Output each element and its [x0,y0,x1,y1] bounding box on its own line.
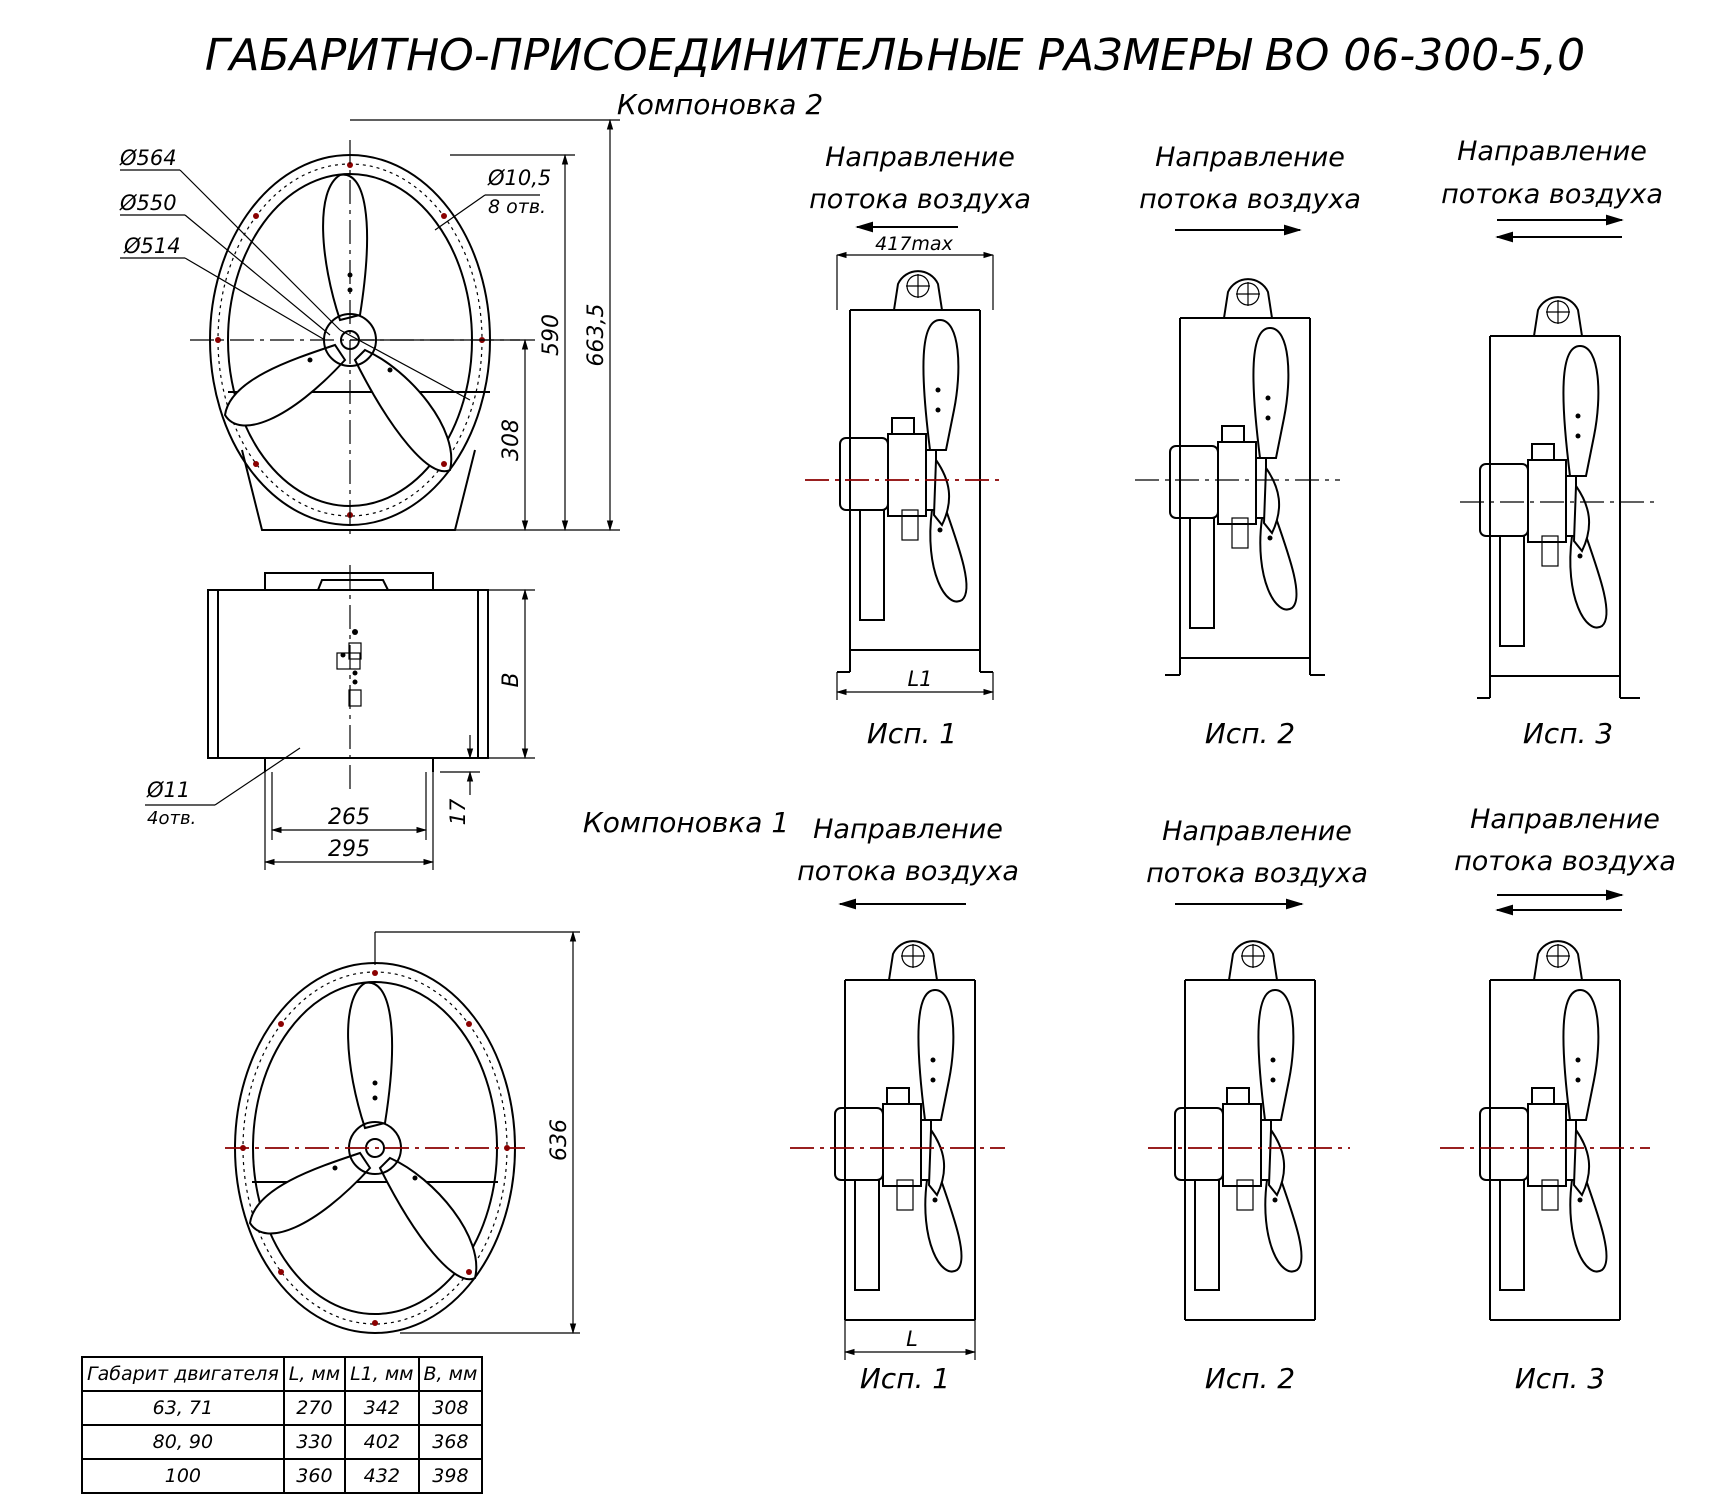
dim-590: 590 [539,314,564,356]
table-cell: 368 [417,1424,484,1460]
bottom-v1-label: Исп. 1 [860,1362,950,1395]
table-row: 63, 71 270 342 308 [81,1390,484,1426]
table-cell: 308 [417,1390,484,1426]
dim-d550: Ø550 [119,191,177,215]
dim-4-holes: 4отв. [147,808,196,829]
dim-d11: Ø11 [146,778,190,802]
dim-d564: Ø564 [119,146,177,170]
table-header-row: Габарит двигателя L, мм L1, мм B, мм [81,1356,484,1392]
front-view-layout1: 636 [225,930,580,1335]
top-v3-label: Исп. 3 [1523,717,1613,750]
table-header-cell: L, мм [282,1356,347,1392]
dim-265: 265 [328,805,370,830]
dim-d10-5: Ø10,5 [487,166,551,190]
top-v2-flow-line2: потока воздуха [1139,184,1361,215]
dim-17: 17 [446,798,470,825]
top-v2-label: Исп. 2 [1205,717,1295,750]
dim-663: 663,5 [584,304,609,367]
variant-views-top: Направление потока воздуха 417max L1 Исп… [805,136,1663,750]
table-header-cell: L1, мм [344,1356,420,1392]
variant-views-bottom: Направление потока воздуха L Исп. 1 Напр… [790,804,1676,1395]
table-cell: 398 [417,1458,484,1494]
top-v2-flow-line1: Направление [1155,142,1345,173]
table-row: 100 360 432 398 [81,1458,484,1494]
top-variant-1: Направление потока воздуха 417max L1 Исп… [805,142,1031,750]
top-v3-flow-line1: Направление [1457,136,1647,167]
table-cell: 63, 71 [81,1390,285,1426]
table-cell: 402 [344,1424,420,1460]
bottom-v3-flow-line1: Направление [1470,804,1660,835]
dim-l: L [906,1327,918,1351]
bottom-v1-flow-line2: потока воздуха [797,856,1019,887]
table-cell: 80, 90 [81,1424,285,1460]
top-v1-flow-line1: Направление [825,142,1015,173]
bottom-variant-2: Направление потока воздуха Исп. 2 [1146,816,1368,1395]
dim-295: 295 [328,837,370,862]
table-cell: 360 [282,1458,347,1494]
table-cell: 100 [81,1458,285,1494]
top-v1-flow-line2: потока воздуха [809,184,1031,215]
front-view-layout2: 308 590 663,5 Ø564 Ø550 Ø514 Ø10,5 8 отв… [119,118,620,540]
table-cell: 342 [344,1390,420,1426]
bottom-v1-flow-line1: Направление [813,814,1003,845]
top-v1-label: Исп. 1 [867,717,957,750]
layout1-label: Компоновка 1 [583,806,789,839]
dim-d514: Ø514 [123,234,181,258]
dim-417max: 417max [875,233,953,255]
bottom-variant-1: Направление потока воздуха L Исп. 1 [790,814,1019,1395]
bottom-v3-flow-line2: потока воздуха [1454,846,1676,877]
bottom-v3-label: Исп. 3 [1515,1362,1605,1395]
bottom-variant-3: Направление потока воздуха Исп. 3 [1440,804,1676,1395]
dim-l1: L1 [907,667,932,691]
dim-b: B [499,672,524,687]
table-row: 80, 90 330 402 368 [81,1424,484,1460]
top-view: B 265 295 17 Ø11 4отв. [145,565,535,870]
table-header-cell: Габарит двигателя [81,1356,285,1392]
top-variant-2: Направление потока воздуха Исп. 2 [1135,142,1361,750]
motor-size-table: Габарит двигателя L, мм L1, мм B, мм 63,… [81,1356,484,1494]
page-title: ГАБАРИТНО-ПРИСОЕДИНИТЕЛЬНЫЕ РАЗМЕРЫ ВО 0… [205,30,1585,81]
table-cell: 432 [344,1458,420,1494]
top-v3-flow-line2: потока воздуха [1441,179,1663,210]
bottom-v2-flow-line1: Направление [1162,816,1352,847]
bottom-v2-flow-line2: потока воздуха [1146,858,1368,889]
table-cell: 270 [282,1390,347,1426]
dim-636: 636 [547,1119,572,1161]
top-variant-3: Направление потока воздуха Исп. 3 [1441,136,1663,750]
dim-8-holes: 8 отв. [488,196,546,218]
bottom-v2-label: Исп. 2 [1205,1362,1295,1395]
layout2-label: Компоновка 2 [617,88,823,121]
table-header-cell: B, мм [417,1356,484,1392]
dim-308: 308 [499,419,524,461]
table-cell: 330 [282,1424,347,1460]
